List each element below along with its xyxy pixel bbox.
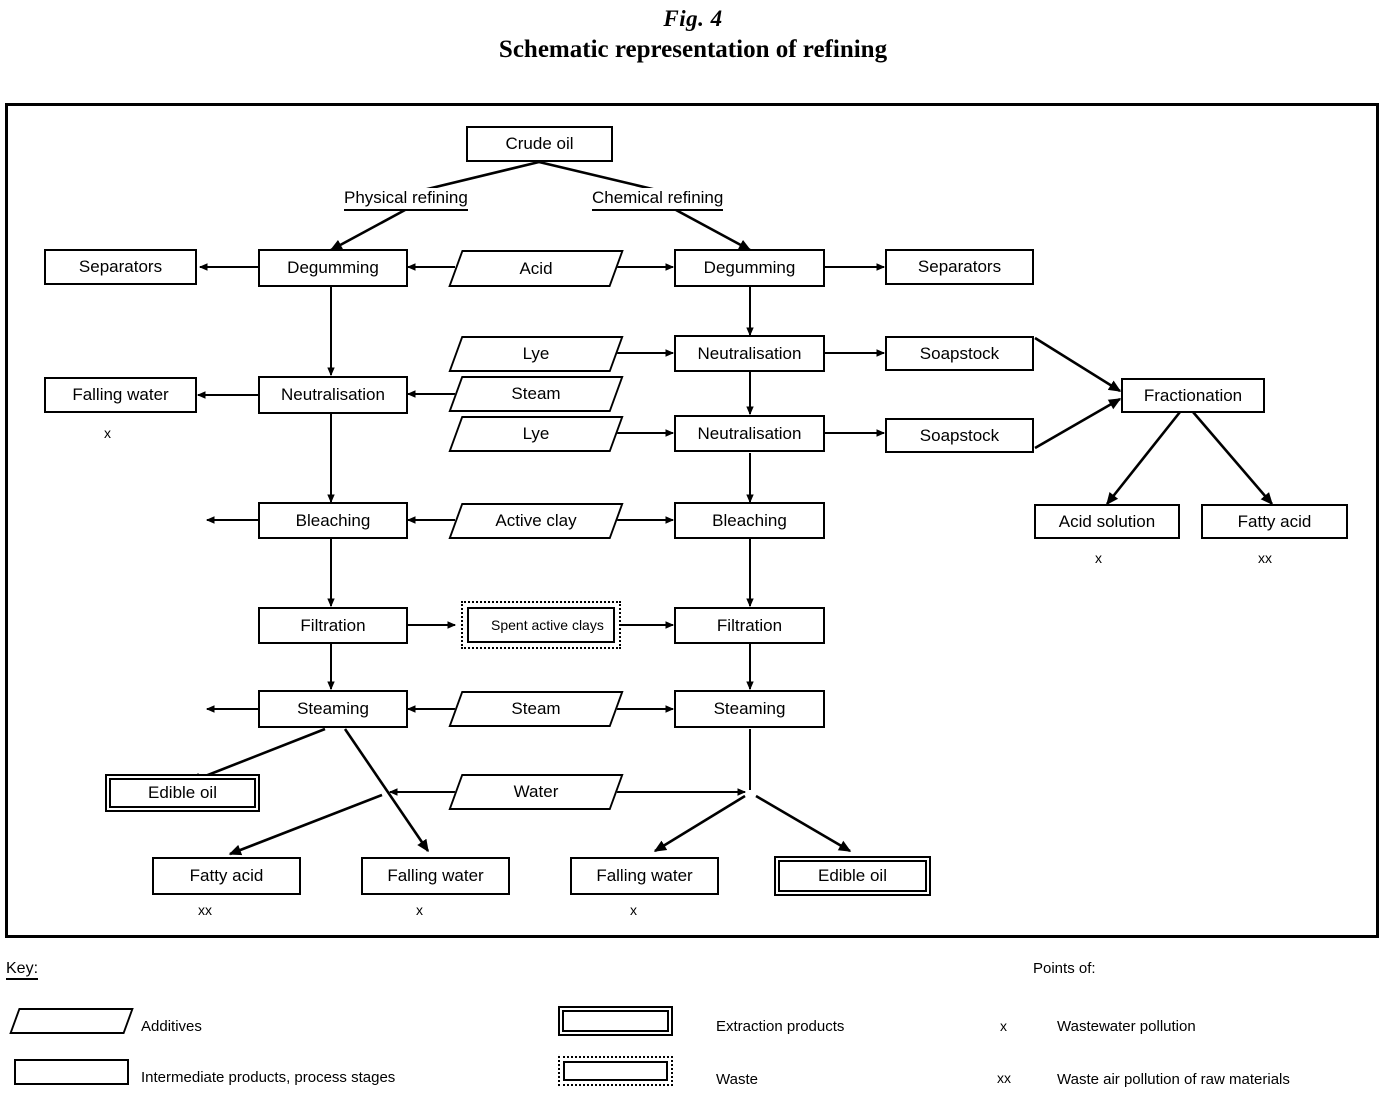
legend-points-title: Points of:: [1033, 960, 1096, 977]
node-edible-oil-right[interactable]: Edible oil: [774, 856, 931, 896]
branch-label-chemical-refining: Chemical refining: [592, 188, 724, 211]
legend-label-wastewater: Wastewater pollution: [1057, 1018, 1196, 1035]
node-crude-oil[interactable]: Crude oil: [466, 126, 613, 162]
node-fatty-acid-bottom[interactable]: Fatty acid: [152, 857, 301, 895]
node-bleaching-left[interactable]: Bleaching: [258, 502, 408, 539]
figure-title: Schematic representation of refining: [498, 36, 888, 63]
node-acid-solution[interactable]: Acid solution: [1034, 504, 1180, 539]
node-spent-active-clays[interactable]: Spent active clays: [461, 601, 621, 649]
node-bleaching-right[interactable]: Bleaching: [674, 502, 825, 539]
node-soapstock-2[interactable]: Soapstock: [885, 418, 1034, 453]
node-separators-right[interactable]: Separators: [885, 249, 1034, 285]
legend-mark-xx: xx: [997, 1070, 1011, 1086]
node-degumming-left[interactable]: Degumming: [258, 249, 408, 287]
node-acid[interactable]: Acid: [448, 250, 624, 287]
parallelogram-shape: [9, 1008, 134, 1034]
node-filtration-left[interactable]: Filtration: [258, 607, 408, 644]
node-degumming-right[interactable]: Degumming: [674, 249, 825, 287]
node-lye-top[interactable]: Lye: [448, 336, 624, 372]
legend: Key: Points of: Additives Intermediate p…: [0, 946, 1386, 1100]
diagram-frame: [5, 103, 1379, 938]
legend-swatch-intermediate: [14, 1059, 129, 1085]
node-steaming-right[interactable]: Steaming: [674, 690, 825, 728]
node-steaming-left[interactable]: Steaming: [258, 690, 408, 728]
mark-falling-water-b2: x: [630, 902, 637, 918]
legend-mark-x: x: [1000, 1018, 1007, 1034]
node-steam-mid[interactable]: Steam: [448, 376, 624, 412]
node-falling-water-left[interactable]: Falling water: [44, 377, 197, 413]
legend-label-waste: Waste: [716, 1071, 758, 1088]
legend-label-additives: Additives: [141, 1018, 202, 1035]
node-fatty-acid-right[interactable]: Fatty acid: [1201, 504, 1348, 539]
mark-fatty-acid-bottom: xx: [198, 902, 212, 918]
legend-label-extraction: Extraction products: [716, 1018, 845, 1035]
legend-swatch-additives: [9, 1008, 134, 1034]
mark-falling-water-left: x: [104, 425, 111, 441]
legend-title: Key:: [6, 960, 39, 980]
node-edible-oil-left[interactable]: Edible oil: [105, 774, 260, 812]
legend-label-waste-air: Waste air pollution of raw materials: [1057, 1071, 1290, 1088]
node-filtration-right[interactable]: Filtration: [674, 607, 825, 644]
node-neutralisation-left[interactable]: Neutralisation: [258, 376, 408, 414]
mark-falling-water-b1: x: [416, 902, 423, 918]
node-falling-water-b1[interactable]: Falling water: [361, 857, 510, 895]
legend-swatch-waste: [558, 1056, 673, 1086]
figure-label: Fig. 4: [663, 6, 723, 31]
legend-label-intermediate: Intermediate products, process stages: [141, 1069, 396, 1086]
branch-label-physical-refining: Physical refining: [344, 188, 468, 211]
node-fractionation[interactable]: Fractionation: [1121, 378, 1265, 413]
node-soapstock-1[interactable]: Soapstock: [885, 336, 1034, 371]
mark-fatty-acid-right: xx: [1258, 550, 1272, 566]
legend-swatch-extraction: [558, 1006, 673, 1036]
node-water[interactable]: Water: [448, 774, 624, 810]
node-steam-bottom[interactable]: Steam: [448, 691, 624, 727]
node-lye-bottom[interactable]: Lye: [448, 416, 624, 452]
waste-inner-border: [563, 1061, 668, 1081]
node-neutralisation-right-2[interactable]: Neutralisation: [674, 415, 825, 452]
node-neutralisation-right-1[interactable]: Neutralisation: [674, 335, 825, 372]
node-separators-left[interactable]: Separators: [44, 249, 197, 285]
node-active-clay[interactable]: Active clay: [448, 503, 624, 539]
node-falling-water-b2[interactable]: Falling water: [570, 857, 719, 895]
mark-acid-solution: x: [1095, 550, 1102, 566]
